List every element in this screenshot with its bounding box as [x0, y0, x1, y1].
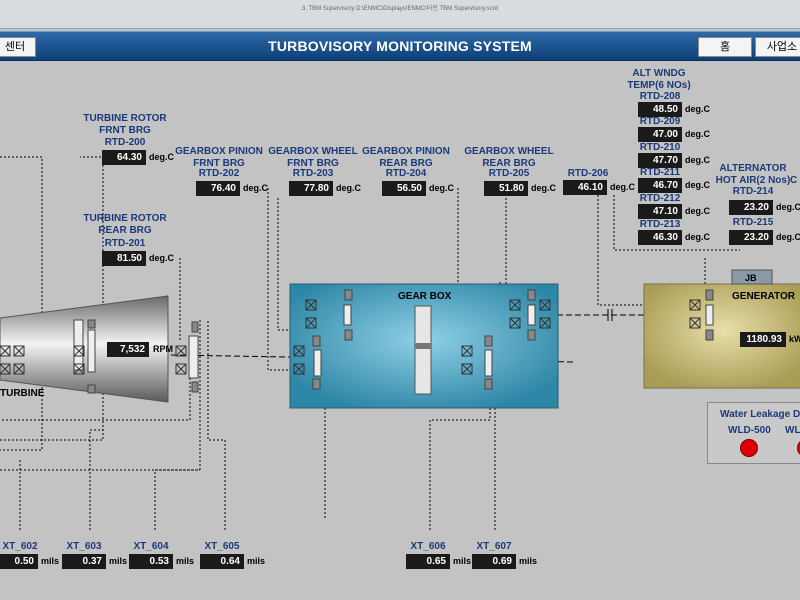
rtd-205-value: 51.80 — [484, 181, 528, 196]
home-button[interactable]: 홈 — [698, 37, 752, 57]
rtd-210-unit: deg.C — [685, 155, 711, 165]
rtd-211-value: 46.70 — [638, 178, 682, 193]
rtd-205-tag: RTD-205 — [488, 168, 530, 179]
xt-602-unit: mils — [41, 556, 60, 566]
rtd-204-tag: RTD-204 — [385, 168, 427, 179]
rtd-204-desc: GEARBOX PINION REAR BRG — [362, 146, 450, 169]
rtd-211-tag: RTD-211 — [639, 167, 680, 178]
xt-607-unit: mils — [519, 556, 538, 566]
wl-label: WL — [785, 425, 800, 436]
center-button[interactable]: 센터 — [0, 37, 36, 57]
rtd-202-tag: RTD-202 — [198, 168, 240, 179]
xt-603-tag: XT_603 — [66, 541, 102, 552]
rtd-203-value: 77.80 — [289, 181, 333, 196]
hot-air-title: ALTERNATOR HOT AIR(2 Nos) — [715, 163, 791, 186]
rtd-213-value: 46.30 — [638, 230, 682, 245]
window-title: 3. TBM Supervisory D:\ENMC\Displays\ENMC… — [301, 6, 499, 12]
xt-605-value: 0.64 — [200, 554, 244, 569]
rtd-212-tag: RTD-212 — [639, 193, 681, 204]
rtd-202-value: 76.40 — [196, 181, 240, 196]
rtd-203-unit: deg.C — [336, 183, 362, 193]
xt-602-tag: XT_602 — [2, 541, 38, 552]
jb-label: JB — [745, 273, 757, 283]
rtd-203-desc: GEARBOX WHEEL FRNT BRG — [268, 146, 358, 169]
turbine-label: TURBINE — [0, 388, 45, 399]
rtd-215-value: 23.20 — [729, 230, 773, 245]
alt-wndg-title: ALT WNDG TEMP(6 NOs) — [627, 68, 691, 91]
power-unit: kW — [789, 334, 800, 344]
header-bar: 센터 TURBOVISORY MONITORING SYSTEM 홈 사업소 — [0, 31, 800, 61]
wld-500-label: WLD-500 — [728, 425, 771, 436]
gearbox-label: GEAR BOX — [398, 291, 452, 302]
xt-607-value: 0.69 — [472, 554, 516, 569]
water-leakage-title: Water Leakage De — [720, 409, 800, 420]
rtd-203-tag: RTD-203 — [292, 168, 334, 179]
xt-602-value: 0.50 — [0, 554, 38, 569]
xt-607-tag: XT_607 — [476, 541, 512, 552]
rtd-206-tag: RTD-206 — [567, 168, 609, 179]
xt-603-value: 0.37 — [62, 554, 106, 569]
rtd-209-value: 47.00 — [638, 127, 682, 142]
xt-603-unit: mils — [109, 556, 128, 566]
xt-606-unit: mils — [453, 556, 472, 566]
rtd-202-unit: deg.C — [243, 183, 269, 193]
rtd-209-tag: RTD-209 — [639, 116, 681, 127]
rtd-215-unit: deg.C — [776, 232, 800, 242]
rtd-201-unit: deg.C — [149, 253, 175, 263]
rtd-200-value: 64.30 — [102, 150, 146, 165]
rtd-212-unit: deg.C — [685, 206, 711, 216]
rtd-211-unit: deg.C — [685, 180, 711, 190]
rtd-200-desc: TURBINE ROTOR FRNT BRG — [83, 113, 167, 136]
window-titlebar: 3. TBM Supervisory D:\ENMC\Displays\ENMC… — [0, 0, 800, 29]
rtd-214-tag: RTD-214 — [732, 186, 774, 197]
rtd-200-unit: deg.C — [149, 152, 175, 162]
rtd-209-unit: deg.C — [685, 129, 711, 139]
xt-605-tag: XT_605 — [204, 541, 240, 552]
rtd-204-unit: deg.C — [429, 183, 455, 193]
xt-604-unit: mils — [176, 556, 195, 566]
xt-606-value: 0.65 — [406, 554, 450, 569]
rtd-213-tag: RTD-213 — [639, 219, 681, 230]
rtd-213-unit: deg.C — [685, 232, 711, 242]
rtd-208-tag: RTD-208 — [639, 91, 681, 102]
wld-500-alarm-light — [740, 439, 758, 457]
junction-box — [731, 269, 773, 285]
rtd-210-value: 47.70 — [638, 153, 682, 168]
rtd-208-value: 48.50 — [638, 102, 682, 117]
xt-605-unit: mils — [247, 556, 266, 566]
rtd-200-tag: RTD-200 — [104, 137, 146, 148]
rtd-214-value: 23.20 — [729, 200, 773, 215]
page-title: TURBOVISORY MONITORING SYSTEM — [268, 38, 532, 54]
xt-606-tag: XT_606 — [410, 541, 446, 552]
water-leakage-panel: Water Leakage De WLD-500 WL — [707, 402, 800, 464]
rtd-215-tag: RTD-215 — [732, 217, 774, 228]
rtd-206-unit: deg.C — [610, 182, 636, 192]
generator-label: GENERATOR — [732, 291, 795, 302]
rtd-204-value: 56.50 — [382, 181, 426, 196]
xt-604-value: 0.53 — [129, 554, 173, 569]
rtd-202-desc: GEARBOX PINION FRNT BRG — [175, 146, 263, 169]
hot-air-extra: C — [790, 175, 798, 186]
rtd-206-value: 46.10 — [563, 180, 607, 195]
rtd-210-tag: RTD-210 — [639, 142, 681, 153]
rtd-214-unit: deg.C — [776, 202, 800, 212]
xt-604-tag: XT_604 — [133, 541, 169, 552]
rtd-208-unit: deg.C — [685, 104, 711, 114]
speed-value: 7,532 — [107, 342, 149, 357]
rtd-205-desc: GEARBOX WHEEL REAR BRG — [464, 146, 554, 169]
rtd-201-tag: RTD-201 — [104, 238, 146, 249]
rtd-201-desc: TURBINE ROTOR REAR BRG — [83, 213, 167, 236]
site-button[interactable]: 사업소 — [755, 37, 800, 57]
speed-unit: RPM — [153, 344, 173, 354]
rtd-201-value: 81.50 — [102, 251, 146, 266]
rtd-212-value: 47.10 — [638, 204, 682, 219]
rtd-205-unit: deg.C — [531, 183, 557, 193]
power-value: 1180.93 — [740, 332, 786, 347]
